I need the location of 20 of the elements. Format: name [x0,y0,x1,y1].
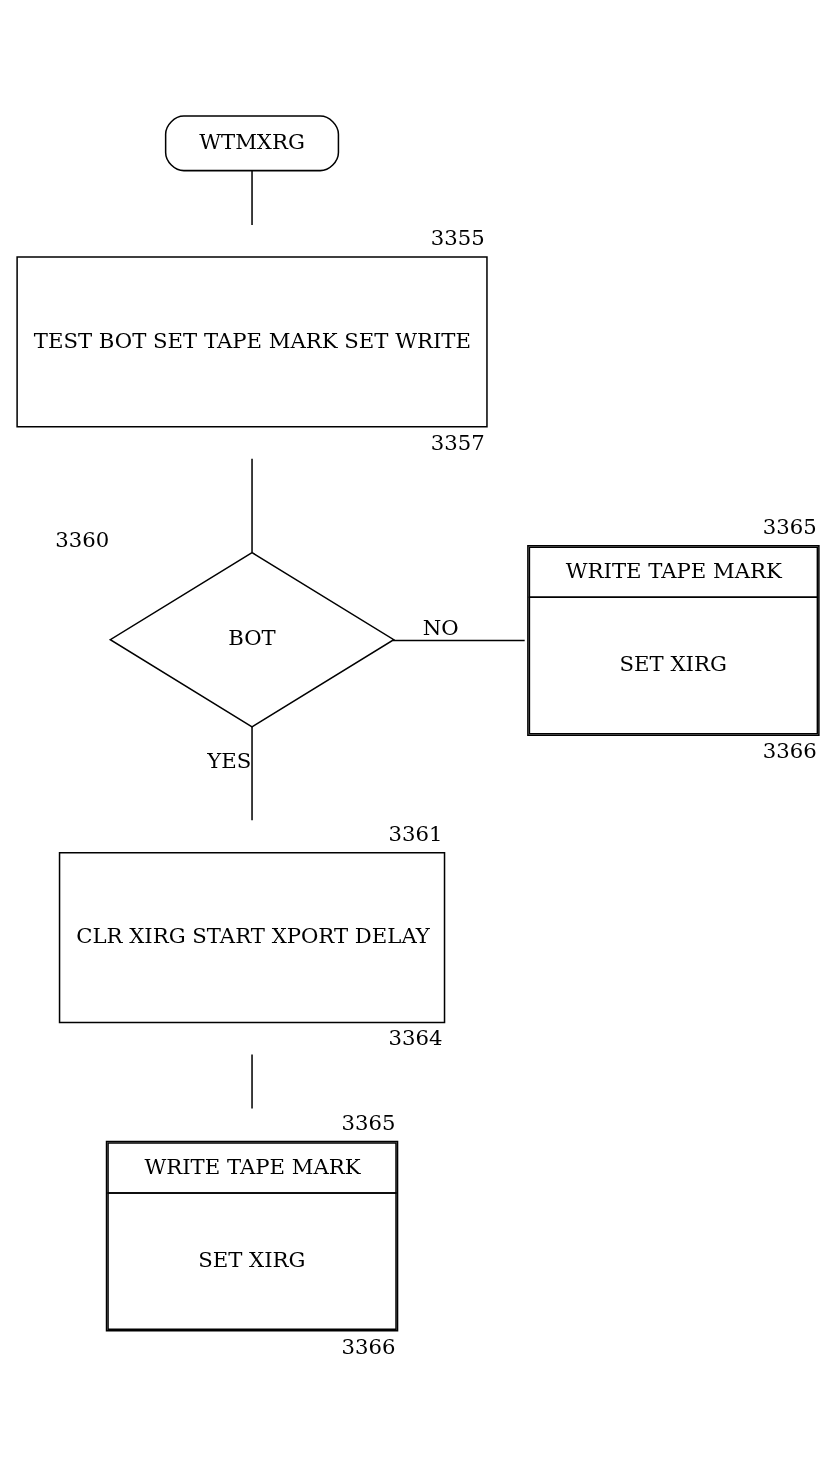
node-label: 3365 [341,1109,396,1135]
edge-label: YES [207,747,252,773]
edge-label: NO [422,614,459,640]
node-label: 3366 [341,1333,396,1359]
node-label: 3355 [430,225,485,251]
node-label: 3365 [762,513,817,539]
connector [392,639,526,642]
node-label: 3361 [388,820,443,846]
node-label: 3357 [430,429,485,455]
node-diamond: BOT [108,551,396,728]
node-label: 3364 [388,1025,443,1051]
connector [251,1053,253,1110]
connector [251,726,253,822]
connector [251,170,253,226]
node-box: TEST BOT SET TAPE MARK SET WRITE [16,256,488,428]
connector [251,458,253,553]
node-label: 3366 [762,738,817,764]
node-label: 3360 [55,526,110,552]
node-box: CLR XIRG START XPORT DELAY [58,851,446,1024]
node-box: WTMXRG [164,115,340,172]
